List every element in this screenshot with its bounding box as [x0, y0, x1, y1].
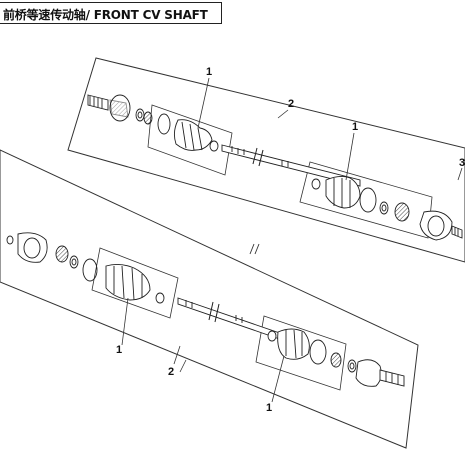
callout-bottom-boot-left: 1: [116, 344, 123, 356]
callout-bottom-boot-right: 1: [266, 402, 273, 414]
callout-top-assembly: 2: [288, 98, 295, 110]
callout-bottom-assembly: 2: [168, 366, 175, 378]
leader-bottom-boot-left: [121, 297, 129, 346]
break-line-upper: [249, 243, 255, 255]
callout-top-edge: 3: [459, 157, 465, 169]
upper-shaft: [87, 94, 361, 187]
lower-right-boot-box: [255, 315, 347, 391]
leader-top-assembly: [277, 109, 289, 119]
upper-right-boot-box: [299, 161, 433, 239]
lower-left-boot-box: [91, 247, 179, 319]
lower-shaft: [6, 232, 301, 347]
leader-top-boot-left: [197, 77, 210, 129]
page-title: 前桥等速传动轴/ FRONT CV SHAFT: [3, 8, 208, 22]
leader-top-edge: [457, 167, 463, 181]
upper-assembly-box: [67, 57, 465, 263]
callout-top-boot-right: 1: [352, 121, 359, 133]
upper-right-parts: [311, 175, 463, 241]
leader-bottom-boot-right: [271, 355, 285, 403]
leader-bottom-assembly: [173, 345, 181, 365]
lower-assembly-box: [0, 149, 419, 449]
lower-right-parts: [267, 328, 405, 387]
title-box: 前桥等速传动轴/ FRONT CV SHAFT: [0, 2, 222, 24]
break-line-lower: [179, 359, 187, 373]
leader-top-boot-right: [345, 132, 355, 181]
callout-top-boot-left: 1: [206, 66, 213, 78]
upper-left-boot-box: [147, 104, 233, 176]
break-line-upper-2: [254, 243, 260, 255]
